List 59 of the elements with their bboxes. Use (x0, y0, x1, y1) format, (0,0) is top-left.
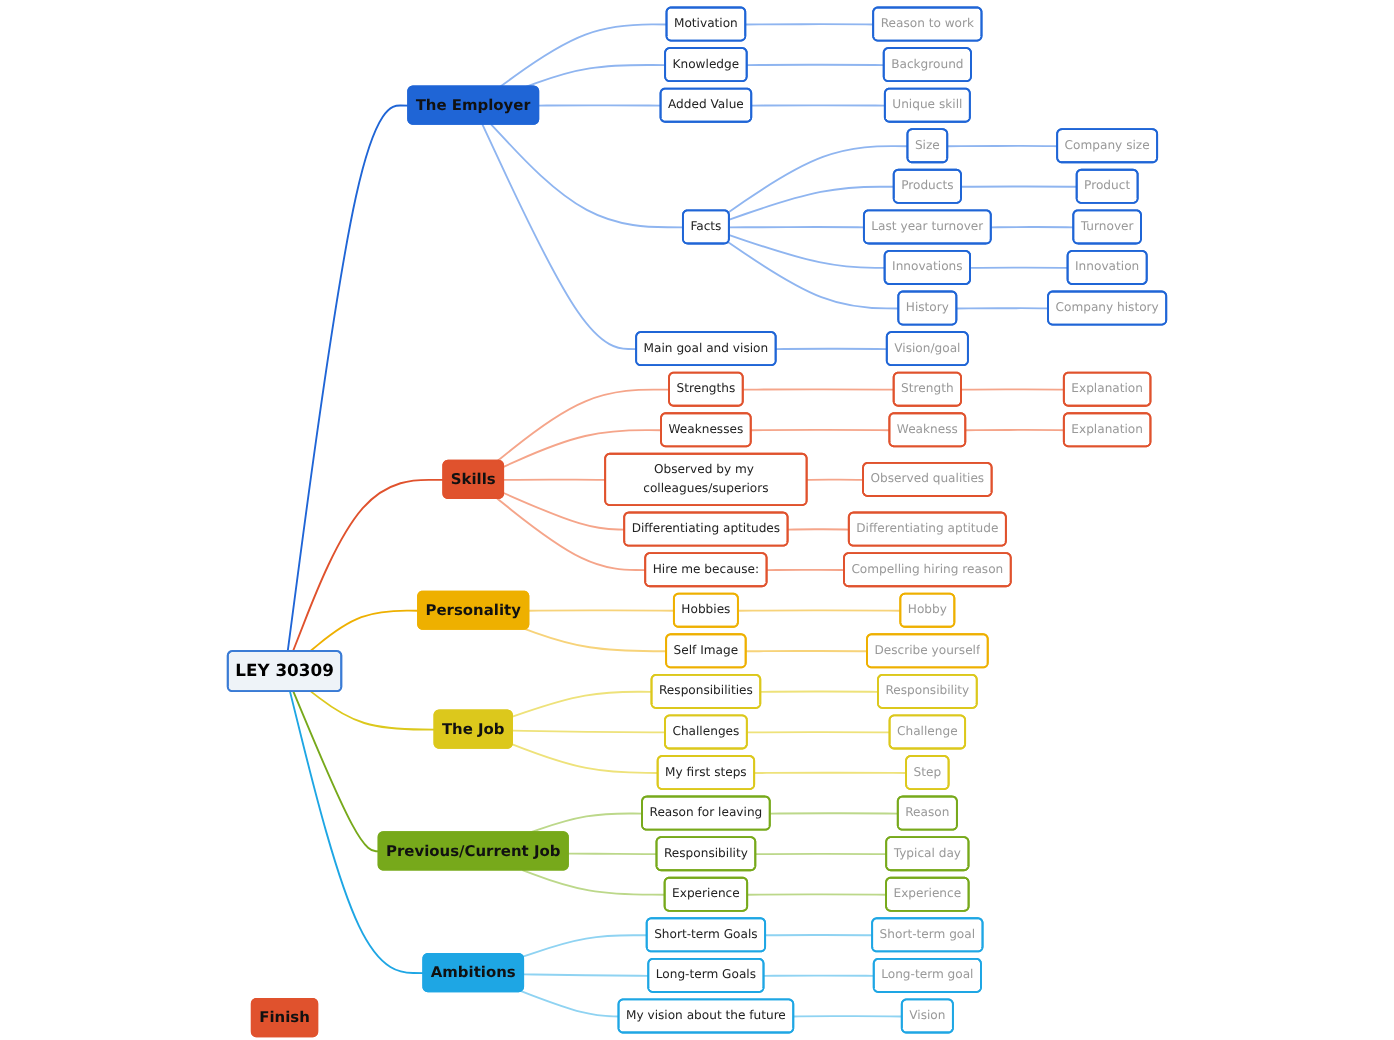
connector (792, 1015, 904, 1018)
connector (511, 729, 667, 734)
connector (746, 63, 886, 66)
connector (481, 123, 638, 350)
connector (310, 690, 436, 731)
connector (289, 690, 425, 974)
connector (727, 241, 900, 310)
connector (960, 185, 1079, 188)
connector (969, 266, 1069, 269)
connector (955, 307, 1050, 310)
connector (728, 234, 886, 269)
connector (528, 812, 644, 834)
connector (521, 869, 667, 896)
connector (498, 23, 668, 88)
connector (787, 528, 851, 531)
connector (292, 690, 380, 853)
connector (754, 852, 888, 856)
connector (490, 123, 685, 229)
connector (775, 347, 889, 350)
connector (520, 990, 620, 1018)
connector (753, 771, 908, 774)
connector (291, 478, 445, 653)
connector (524, 628, 668, 653)
connector (763, 974, 876, 977)
connector (728, 226, 866, 229)
connector (502, 492, 626, 531)
connector (567, 852, 658, 856)
connector (308, 609, 420, 653)
connector (527, 609, 676, 612)
connector (764, 934, 874, 937)
connector (990, 226, 1075, 229)
connector (286, 104, 410, 653)
connector (806, 478, 865, 481)
connector (769, 812, 900, 815)
connector (960, 388, 1066, 391)
connector (964, 428, 1066, 432)
connector (496, 388, 671, 463)
connector (766, 568, 846, 572)
connector (750, 104, 887, 107)
connector (522, 973, 650, 977)
connector (946, 144, 1059, 148)
connector (537, 104, 662, 107)
connector (511, 690, 653, 718)
connector (759, 690, 880, 693)
connector (737, 609, 902, 612)
connector (744, 23, 875, 26)
connector (746, 893, 888, 896)
connector (742, 388, 896, 391)
connector (524, 64, 667, 88)
connector (502, 478, 607, 481)
connector (728, 185, 896, 221)
connector (502, 429, 663, 468)
connector (522, 934, 649, 958)
connector (511, 743, 660, 774)
connector (746, 731, 891, 734)
connector (745, 650, 869, 653)
connector (727, 145, 909, 214)
connector (496, 497, 647, 572)
connector (750, 428, 891, 432)
